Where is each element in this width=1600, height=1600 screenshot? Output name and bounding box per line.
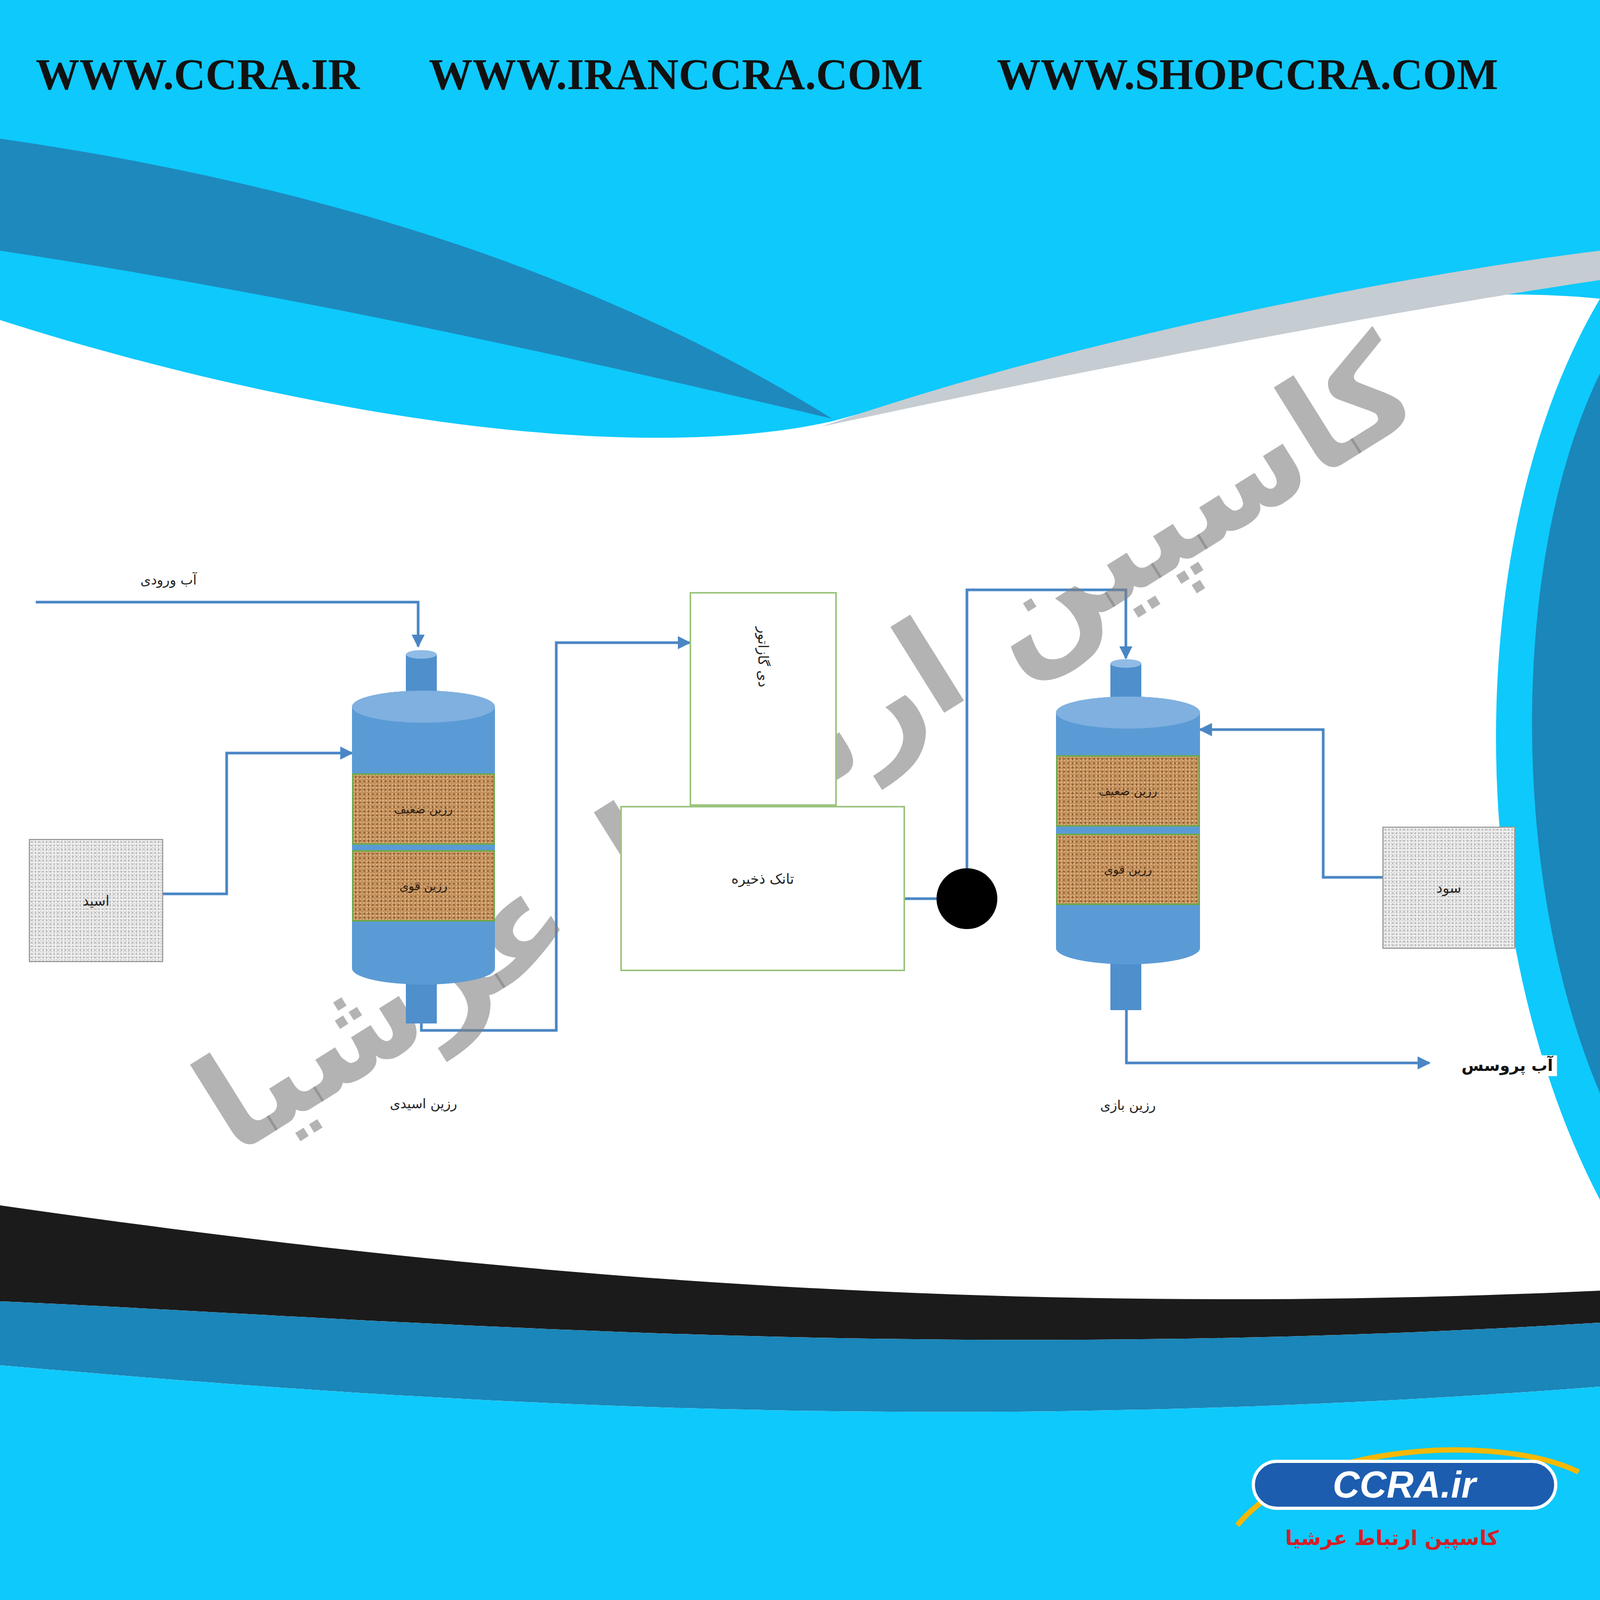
chemical-box: سود [1382, 826, 1516, 949]
column-label: رزین بازی [1100, 1097, 1156, 1114]
resin-column: رزین ضعیفرزین قویرزین بازی [1056, 658, 1200, 1011]
column-body [352, 690, 495, 985]
resin-layer: رزین قوی [352, 850, 495, 922]
pump-symbol [936, 868, 998, 930]
degasifier-box: دی گازاتور [689, 592, 837, 806]
resin-name: رزین ضعیف [394, 802, 453, 816]
box-label: تانک ذخیره [731, 870, 794, 887]
box-label: سود [1436, 880, 1462, 896]
resin-layer: رزین قوی [1056, 833, 1200, 906]
inlet-line [35, 602, 419, 647]
column-top [352, 690, 495, 723]
outlet-line [1126, 1010, 1430, 1063]
resin-column: رزین ضعیفرزین قویرزین اسیدی [352, 649, 495, 1024]
logo-text: CCRA.ir [1332, 1463, 1476, 1507]
flow-connector [1200, 729, 1383, 878]
storage-tank: تانک ذخیره [620, 805, 906, 972]
right-crescent-inner [1532, 373, 1600, 1094]
outlet-label: آب پروسس [1457, 1055, 1557, 1077]
grey-swoosh [821, 250, 1600, 427]
column-top [1056, 696, 1200, 729]
box-label: اسید [82, 892, 110, 909]
resin-name: رزین قوی [1104, 862, 1152, 877]
inlet-label: آب ورودی [140, 572, 197, 589]
logo-subtitle: کاسپین ارتباط عرشیا [1285, 1526, 1500, 1551]
column-label: رزین اسیدی [389, 1096, 458, 1112]
resin-name: رزین ضعیف [1098, 784, 1158, 798]
website-url: WWW.CCRA.IR [35, 49, 360, 100]
top-dark-band [0, 138, 832, 419]
column-nozzle [405, 650, 437, 659]
column-body [1056, 696, 1200, 965]
logo-pill [1253, 1461, 1556, 1509]
box-label: دی گازاتور [755, 626, 772, 688]
resin-layer: رزین ضعیف [1056, 755, 1200, 827]
logo-orbit [1237, 1450, 1579, 1526]
chemical-box: اسید [28, 838, 164, 963]
website-url: WWW.IRANCCRA.COM [428, 49, 923, 100]
resin-layer: رزین ضعیف [352, 773, 495, 845]
bottom-wave [0, 1365, 1600, 1600]
flow-connector [163, 753, 352, 894]
resin-name: رزین قوی [399, 879, 448, 893]
column-nozzle [1110, 659, 1142, 668]
website-url: WWW.SHOPCCRA.COM [996, 49, 1499, 100]
